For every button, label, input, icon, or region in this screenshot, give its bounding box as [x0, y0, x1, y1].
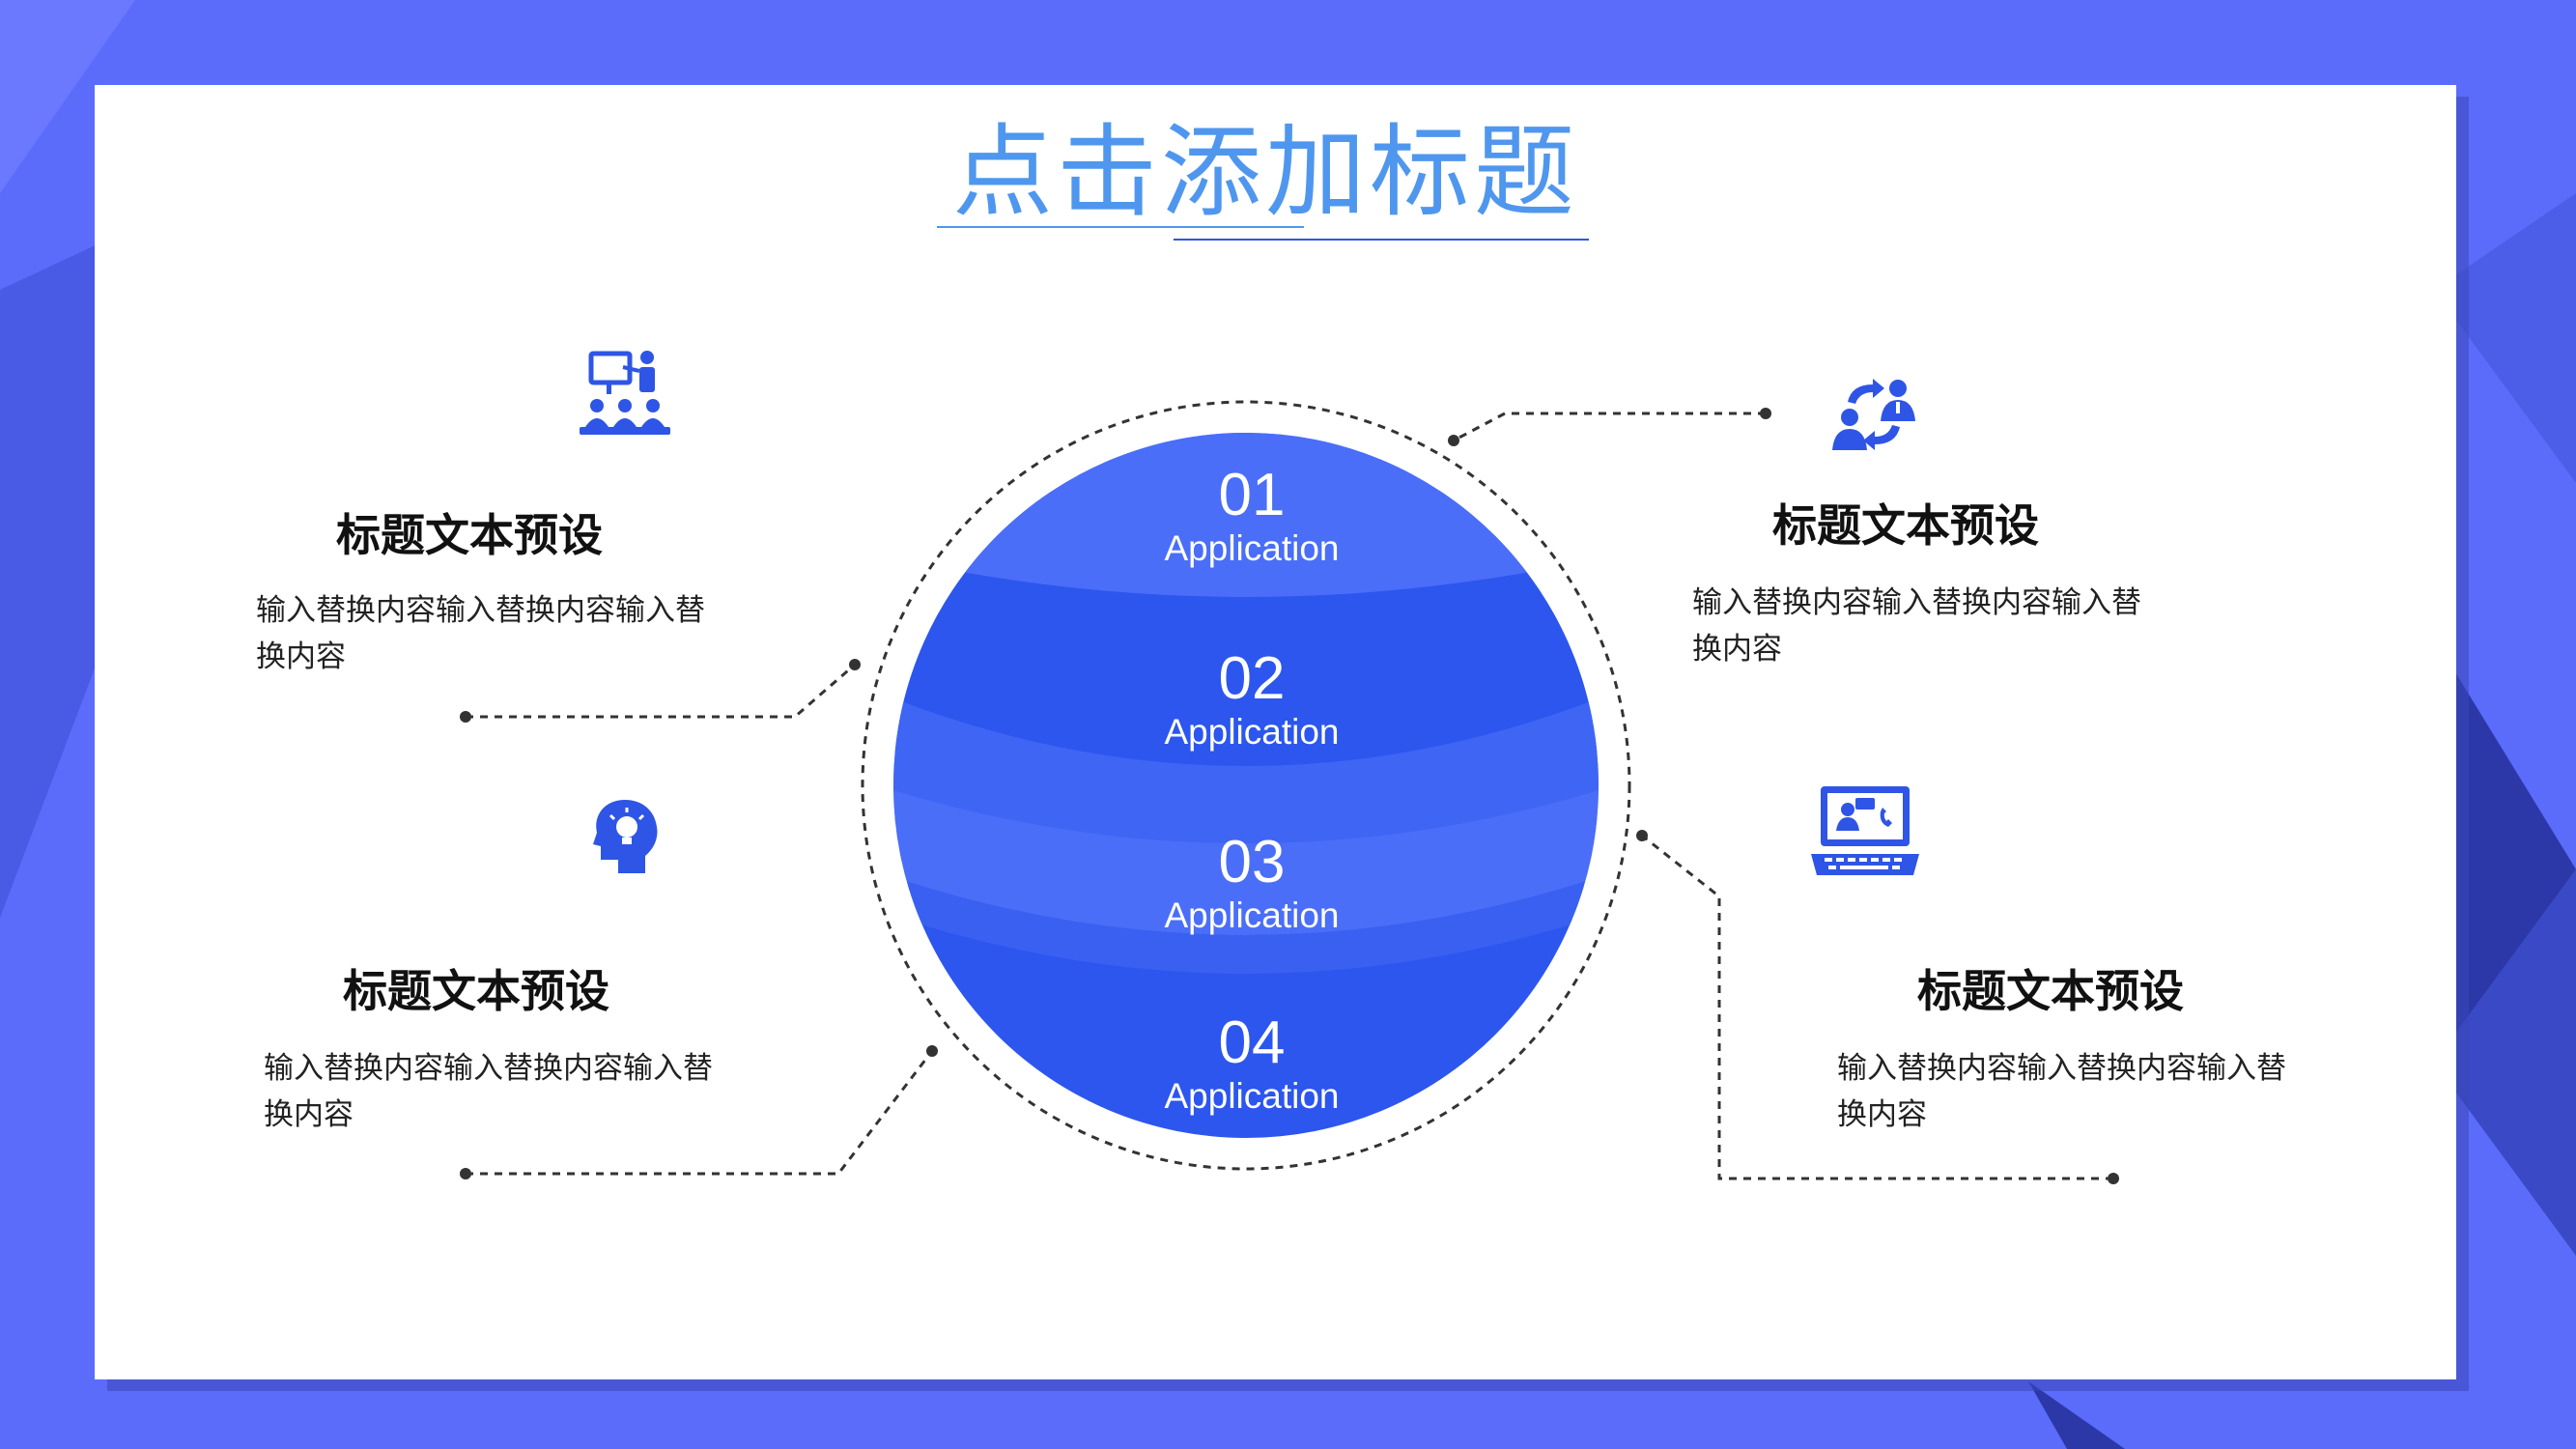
presentation-audience-icon: [580, 351, 670, 435]
center-item-number: 03: [1218, 829, 1286, 895]
center-item-number: 04: [1218, 1009, 1286, 1076]
center-item-1: 01 Application: [1059, 464, 1445, 570]
user-exchange-icon: [1832, 379, 1915, 450]
block-heading: 标题文本预设: [343, 966, 609, 1016]
center-item-2: 02 Application: [1059, 647, 1445, 753]
center-item-label: Application: [1164, 712, 1340, 752]
center-item-4: 04 Application: [1059, 1011, 1445, 1118]
block-text-line: 输入替换内容输入替换内容输入替: [1692, 585, 2141, 619]
center-item-number: 02: [1218, 645, 1286, 712]
title-underline: [1174, 239, 1589, 241]
center-item-label: Application: [1164, 528, 1340, 568]
title-underline: [937, 226, 1304, 228]
block-heading: 标题文本预设: [336, 510, 603, 560]
block-heading: 标题文本预设: [1917, 966, 2184, 1016]
block-text-line: 换内容: [1837, 1097, 1927, 1131]
block-text-line: 换内容: [1692, 632, 1782, 666]
block-text-line: 输入替换内容输入替换内容输入替: [1837, 1051, 2286, 1085]
center-sphere: [893, 433, 1599, 1138]
page-title: 点击添加标题: [951, 113, 1578, 231]
block-text: 输入替换内容输入替换内容输入替 换内容: [1692, 580, 2194, 672]
block-text: 输入替换内容输入替换内容输入替 换内容: [1837, 1045, 2339, 1138]
center-item-label: Application: [1164, 1076, 1340, 1116]
center-item-3: 03 Application: [1059, 831, 1445, 937]
block-text: 输入替换内容输入替换内容输入替 换内容: [264, 1045, 766, 1138]
center-item-number: 01: [1218, 462, 1286, 528]
block-text-line: 换内容: [256, 639, 346, 673]
block-heading: 标题文本预设: [1772, 500, 2039, 551]
laptop-chat-icon: [1811, 786, 1919, 875]
idea-head-icon: [593, 800, 658, 873]
block-text: 输入替换内容输入替换内容输入替 换内容: [256, 587, 758, 680]
center-item-label: Application: [1164, 895, 1340, 935]
block-text-line: 输入替换内容输入替换内容输入替: [256, 593, 705, 627]
block-text-line: 输入替换内容输入替换内容输入替: [264, 1051, 713, 1085]
block-text-line: 换内容: [264, 1097, 354, 1131]
